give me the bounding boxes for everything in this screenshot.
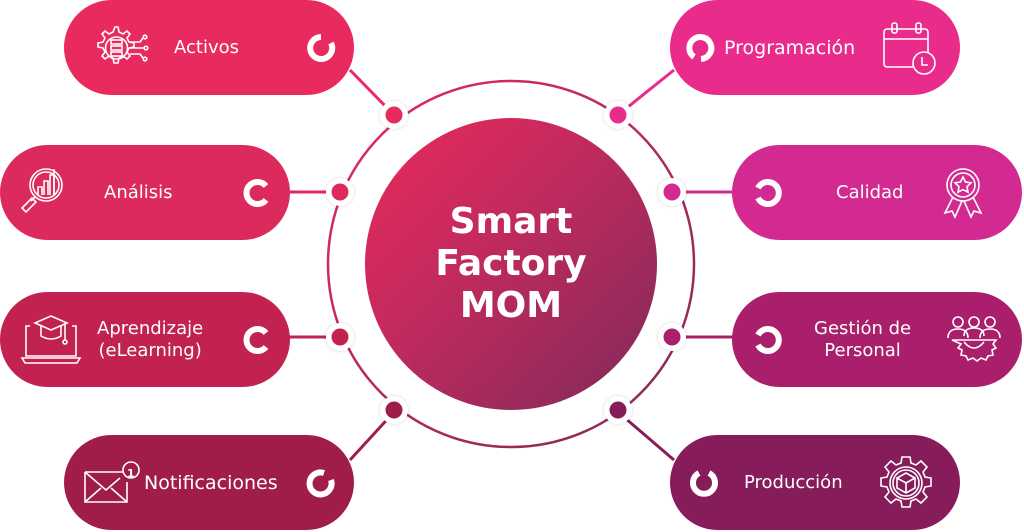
center-title: Smart Factory MOM (435, 201, 586, 327)
center-title-line1: Smart (449, 201, 573, 242)
node-label-line1: Aprendizaje (97, 317, 204, 339)
junction-dot-aprendizaje (326, 323, 354, 351)
node-calidad[interactable]: Calidad (732, 145, 1022, 240)
ring-indicator-icon (755, 325, 782, 354)
node-label-line1: Gestión de (814, 317, 912, 339)
node-label-line2: Personal (824, 339, 901, 361)
junction-dot-produccion (604, 396, 632, 424)
calendar-clock-icon (883, 21, 936, 75)
node-activos[interactable]: Activos (64, 0, 354, 95)
node-label-line2: (eLearning) (98, 339, 202, 361)
junction-dot-analisis (326, 178, 354, 206)
node-label: Producción (744, 471, 843, 493)
ring-indicator-icon (690, 469, 718, 497)
junction-dot-activos (380, 101, 408, 129)
gear-server-circuit-icon (97, 25, 149, 64)
ring-indicator-icon (243, 325, 269, 354)
laptop-graduation-cap-icon (20, 314, 82, 364)
node-label: Calidad (836, 181, 904, 203)
node-analisis[interactable]: Análisis (0, 145, 290, 240)
node-produccion[interactable]: Producción (670, 435, 960, 530)
ring-indicator-icon (306, 468, 335, 497)
node-label: Análisis (104, 181, 173, 203)
center-title-line2: Factory (435, 243, 587, 284)
node-label: Programación (724, 36, 856, 59)
award-ribbon-star-icon (943, 167, 983, 219)
ring-indicator-icon (307, 33, 336, 62)
center-title-line3: MOM (459, 285, 563, 326)
team-gear-icon (947, 315, 1001, 362)
center-hub[interactable]: Smart Factory MOM (365, 118, 657, 410)
node-notificaciones[interactable]: 1 Notificaciones (64, 435, 354, 530)
ring-indicator-icon (686, 33, 715, 62)
outer-ring (326, 79, 696, 449)
notification-badge: 1 (127, 467, 135, 480)
junction-dot-gestion (658, 323, 686, 351)
ring-indicator-icon (755, 178, 782, 207)
node-gestion-personal[interactable]: Gestión de Personal (732, 292, 1022, 387)
node-programacion[interactable]: Programación (670, 0, 960, 95)
gear-box-icon (880, 455, 932, 508)
ring-indicator-icon (243, 178, 269, 207)
node-aprendizaje[interactable]: Aprendizaje (eLearning) (0, 292, 290, 387)
magnifier-bar-chart-icon (20, 167, 63, 213)
node-label: Aprendizaje (eLearning) (97, 318, 203, 362)
junction-dot-notificaciones (380, 396, 408, 424)
envelope-notification-icon (84, 460, 140, 503)
junction-dot-calidad (658, 178, 686, 206)
junction-dot-programacion (604, 101, 632, 129)
node-label: Activos (174, 36, 239, 58)
node-label: Notificaciones (144, 471, 278, 494)
node-label: Gestión de Personal (814, 318, 911, 362)
